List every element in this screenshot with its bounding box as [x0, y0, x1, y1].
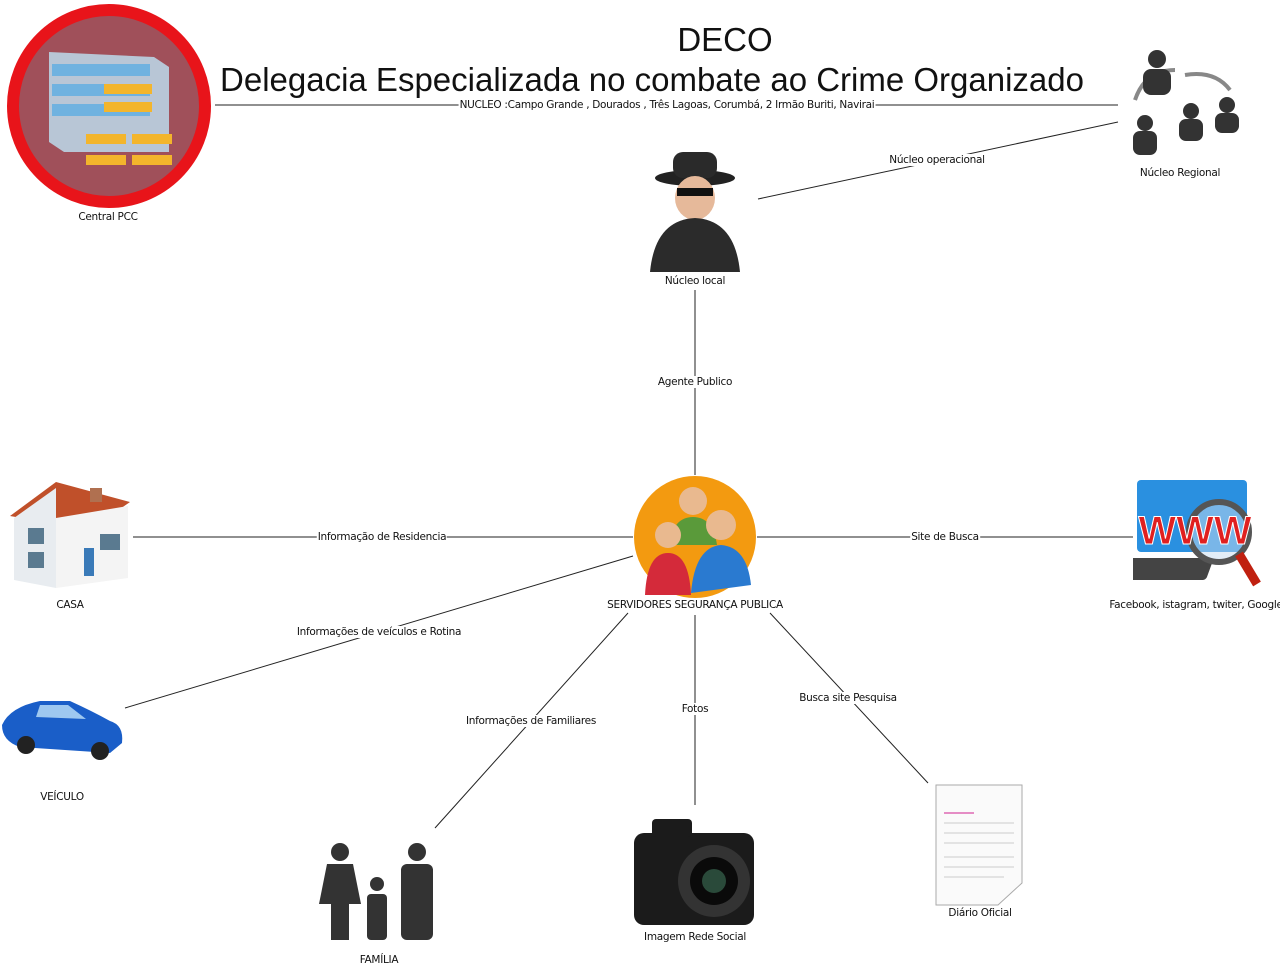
camera-icon[interactable]	[632, 815, 758, 927]
node-label-casa: CASA	[56, 599, 84, 611]
family-icon[interactable]	[315, 842, 441, 942]
edge-label-site-busca: Site de Busca	[910, 531, 980, 543]
house-icon[interactable]	[8, 478, 133, 593]
diagram-title: DECO	[677, 21, 773, 58]
node-label-diario: Diário Oficial	[948, 907, 1012, 919]
edge-label-agente: Agente Publico	[656, 376, 734, 388]
node-label-familia: FAMÍLIA	[359, 954, 399, 966]
edge-label-veiculos: Informações de veículos e Rotina	[295, 626, 463, 638]
group-agents-icon[interactable]	[1115, 45, 1250, 160]
web-search-icon[interactable]: WWW	[1133, 478, 1261, 593]
edge-label-familiares: Informações de Familiares	[464, 715, 598, 727]
edge-label-nucleo: NUCLEO :Campo Grande , Dourados , Três L…	[458, 99, 876, 111]
car-icon[interactable]	[0, 695, 125, 765]
edge-label-fotos: Fotos	[680, 703, 710, 715]
edge-label-busca-pesquisa: Busca site Pesquisa	[798, 692, 898, 704]
node-label-servidores: SERVIDORES SEGURANÇA PUBLICA	[607, 599, 783, 611]
node-label-veiculo: VEÍCULO	[40, 791, 84, 803]
node-label-regional: Núcleo Regional	[1139, 167, 1221, 179]
spy-agent-icon[interactable]	[645, 150, 745, 275]
building-org-icon[interactable]	[4, 2, 214, 210]
node-label-central: Central PCC	[78, 211, 138, 223]
node-label-local: Núcleo local	[664, 275, 726, 287]
node-label-camera: Imagem Rede Social	[644, 931, 746, 943]
document-icon[interactable]	[934, 783, 1026, 908]
diagram-subtitle: Delegacia Especializada no combate ao Cr…	[220, 61, 1084, 98]
edge-label-operacional: Núcleo operacional	[888, 154, 986, 166]
www-text: WWW	[1138, 509, 1252, 553]
edge-label-residencia: Informação de Residencia	[316, 531, 448, 543]
people-group-icon[interactable]	[633, 475, 757, 599]
node-label-web: Facebook, istagram, twiter, Google	[1109, 599, 1280, 611]
